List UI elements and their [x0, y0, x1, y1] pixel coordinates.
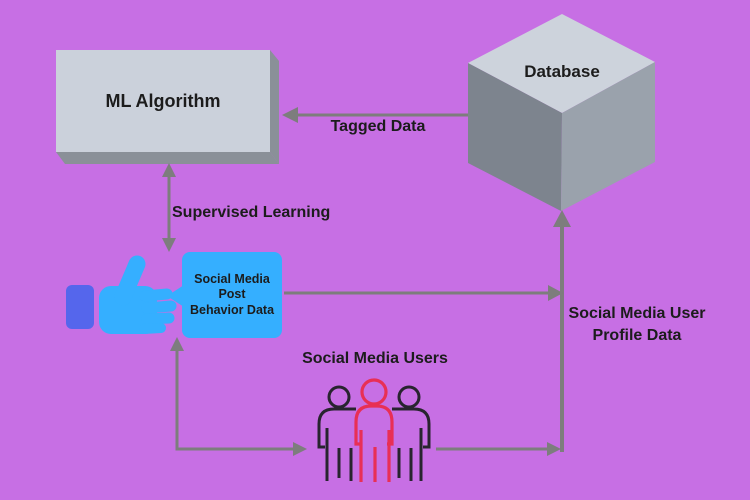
connector-lines — [167, 113, 564, 452]
thumb-hand — [99, 255, 177, 334]
post-behavior-data-box: Social Media Post Behavior Data — [182, 252, 282, 338]
user-figure-center — [354, 378, 394, 482]
thumbs-up-icon — [66, 255, 184, 334]
social-media-users-label: Social Media Users — [302, 350, 448, 367]
social-media-users-icon — [317, 378, 431, 482]
tagged-data-label: Tagged Data — [330, 118, 426, 135]
user-figure-right — [392, 385, 431, 481]
speech-bubble-tail — [167, 285, 184, 307]
profile-data-line2: Profile Data — [592, 327, 682, 344]
post-behavior-line2: Behavior Data — [189, 302, 275, 317]
arrowhead-users-to-line-icon — [547, 442, 561, 456]
arrowheads — [162, 107, 571, 456]
thumb-cuff — [66, 285, 94, 329]
arrowhead-behavior-to-line-icon — [548, 285, 563, 301]
ml-box-bottom-bevel — [56, 152, 279, 164]
ml-box-face — [56, 50, 270, 152]
post-behavior-line1: Social Media Post — [194, 271, 270, 302]
profile-data-line1: Social Media User — [568, 305, 706, 322]
users-to-thumb-line — [175, 349, 295, 451]
database-cube-left-face — [468, 63, 562, 211]
arrowhead-to-database-icon — [553, 210, 571, 227]
database-cube-right-face — [561, 62, 655, 211]
database-cube-top-face — [468, 14, 655, 113]
arrowhead-up-supervised-icon — [162, 163, 176, 177]
arrowhead-to-thumb-icon — [170, 337, 184, 351]
supervised-learning-label: Supervised Learning — [172, 204, 331, 221]
arrowhead-down-supervised-icon — [162, 238, 176, 252]
profile-data-label: Social Media User Profile Data — [557, 303, 717, 347]
ml-algorithm-box — [56, 50, 279, 164]
arrowhead-to-users-icon — [293, 442, 307, 456]
ml-box-right-bevel — [270, 50, 279, 164]
arrowhead-to-ml-icon — [282, 107, 298, 123]
ml-algorithm-label: ML Algorithm — [105, 90, 221, 111]
user-figure-left — [317, 385, 356, 481]
database-cube — [468, 14, 655, 211]
database-label: Database — [524, 62, 600, 81]
